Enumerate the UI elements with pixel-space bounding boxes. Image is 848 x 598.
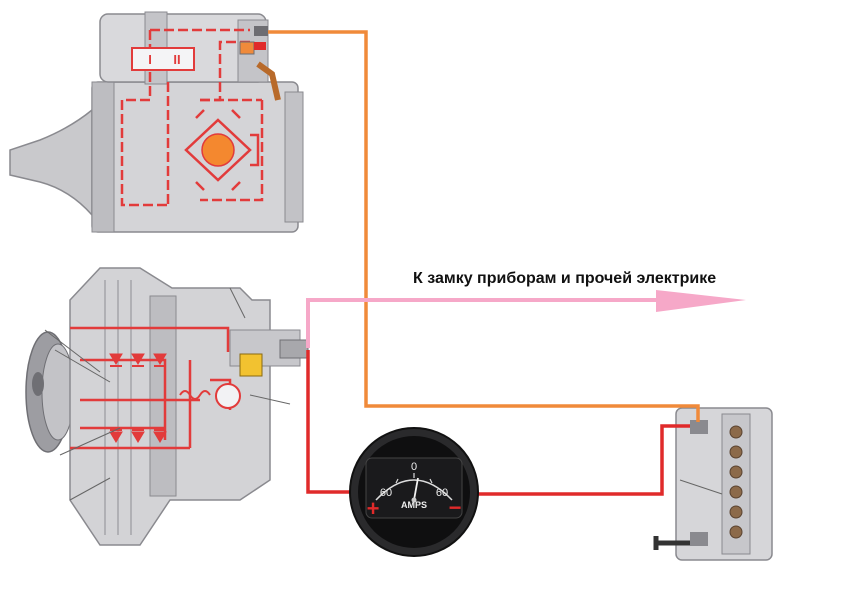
gauge-unit-label: AMPS (401, 500, 427, 510)
gauge-needle (413, 477, 419, 501)
starter-commutator (184, 109, 260, 191)
solenoid-mark-left: I (148, 52, 152, 67)
gauge-left-label: 60 (380, 487, 392, 499)
starter-terminal-mid (239, 41, 255, 55)
gauge-minus-sign: − (449, 495, 462, 520)
gauge-zero-label: 0 (411, 461, 417, 473)
regulator (215, 383, 241, 409)
wire-red-gauge-battery (472, 424, 690, 496)
alternator-output-post (279, 339, 309, 359)
wire-pink-alternator-ignition (306, 298, 718, 348)
starter-strap (256, 61, 281, 101)
battery-positive-terminal (690, 420, 708, 434)
pink-arrow-head (656, 290, 746, 312)
alternator (25, 267, 309, 546)
starter-terminal-top (254, 26, 268, 36)
ground-strap (653, 536, 690, 550)
starter-motor: I II (9, 11, 304, 233)
gauge-face (365, 457, 463, 519)
wire-orange-starter-battery (268, 30, 700, 422)
starter-nose (9, 108, 93, 217)
battery-cell-caps (729, 425, 743, 539)
gauge-right-label: 60 (436, 487, 448, 499)
rectifier-diodes (109, 353, 167, 443)
gauge-plus-sign: + (367, 496, 380, 521)
alternator-terminal-box (239, 353, 263, 377)
wire-red-alternator-gauge (306, 350, 356, 494)
commutator-rotor (201, 133, 235, 167)
battery (653, 407, 773, 561)
stator-coil (179, 390, 211, 400)
solenoid-mark-right: II (173, 52, 180, 67)
ignition-caption: К замку приборам и прочей электрике (413, 270, 717, 287)
ammeter-gauge: 0 60 60 AMPS + − (349, 427, 479, 557)
battery-negative-terminal (690, 532, 708, 546)
